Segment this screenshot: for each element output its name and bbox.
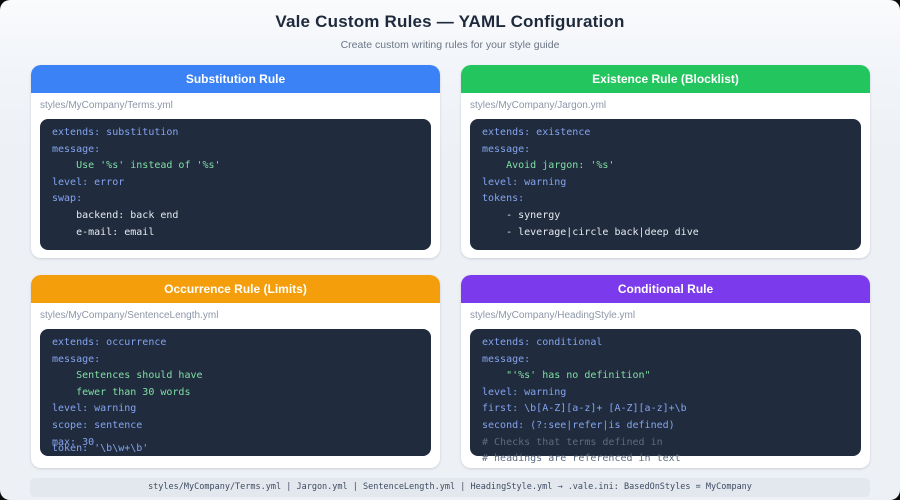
code-line: second: (?:see|refer|is defined) bbox=[482, 419, 675, 431]
card-header: Existence Rule (Blocklist) bbox=[461, 65, 870, 93]
code-line: extends: existence bbox=[482, 127, 591, 138]
code-line: "'%s' has no definition" bbox=[482, 370, 651, 382]
card-occurrence-rule: Occurrence Rule (Limits) styles/MyCompan… bbox=[31, 275, 440, 468]
card-existence-rule: Existence Rule (Blocklist) styles/MyComp… bbox=[461, 65, 870, 258]
code-line: max: 30 bbox=[52, 436, 95, 448]
card-filename: styles/MyCompany/Terms.yml bbox=[40, 100, 173, 111]
card-header: Substitution Rule bbox=[31, 65, 440, 93]
code-line: level: warning bbox=[482, 176, 567, 188]
code-line: Sentences should have bbox=[52, 370, 203, 382]
code-line: # Checks that terms defined in bbox=[482, 436, 663, 448]
card-header: Conditional Rule bbox=[461, 275, 870, 303]
code-block: extends: occurrence message: Sentences sh… bbox=[40, 329, 431, 456]
code-line: message: bbox=[482, 353, 531, 365]
code-line: - synergy bbox=[482, 209, 561, 221]
footer-bar: styles/MyCompany/Terms.yml | Jargon.yml … bbox=[30, 478, 870, 497]
card-header: Occurrence Rule (Limits) bbox=[31, 275, 440, 303]
code-line: scope: sentence bbox=[52, 419, 143, 431]
code-line: level: error bbox=[52, 176, 125, 188]
code-block: extends: substitution message: Use '%s' i… bbox=[40, 119, 431, 250]
code-line: token: '\b\w+\b' bbox=[52, 443, 149, 455]
code-line: message: bbox=[482, 143, 531, 155]
code-line: message: bbox=[52, 353, 101, 365]
footer-text: styles/MyCompany/Terms.yml | Jargon.yml … bbox=[148, 482, 752, 492]
code-line: fewer than 30 words bbox=[52, 386, 191, 398]
code-block: extends: existence message: Avoid jargon:… bbox=[470, 119, 861, 250]
code-line: backend: back end bbox=[52, 209, 179, 221]
code-line: extends: occurrence bbox=[52, 337, 167, 348]
card-filename: styles/MyCompany/HeadingStyle.yml bbox=[470, 310, 636, 321]
code-line: level: warning bbox=[52, 403, 137, 415]
code-line: # headings are referenced in text bbox=[482, 453, 681, 465]
card-filename: styles/MyCompany/Jargon.yml bbox=[470, 100, 607, 111]
code-line: message: bbox=[52, 143, 101, 155]
page-header: Vale Custom Rules — YAML Configuration C… bbox=[0, 0, 900, 51]
cards-grid: Substitution Rule styles/MyCompany/Terms… bbox=[31, 65, 870, 468]
code-line: first: \b[A-Z][a-z]+ [A-Z][a-z]+\b bbox=[482, 403, 687, 415]
code-line: Use '%s' instead of '%s' bbox=[52, 160, 221, 172]
card-filename: styles/MyCompany/SentenceLength.yml bbox=[40, 310, 219, 321]
code-line: tokens: bbox=[482, 193, 525, 205]
code-line: extends: conditional bbox=[482, 337, 603, 348]
code-block: extends: conditional message: "'%s' has n… bbox=[470, 329, 861, 464]
code-line: - leverage|circle back|deep dive bbox=[482, 226, 699, 238]
page-title: Vale Custom Rules — YAML Configuration bbox=[275, 12, 625, 31]
code-line: e-mail: email bbox=[52, 226, 155, 238]
card-substitution-rule: Substitution Rule styles/MyCompany/Terms… bbox=[31, 65, 440, 258]
page-subtitle: Create custom writing rules for your sty… bbox=[340, 39, 560, 51]
card-conditional-rule: Conditional Rule styles/MyCompany/Headin… bbox=[461, 275, 870, 468]
code-line: Avoid jargon: '%s' bbox=[482, 160, 615, 172]
code-line: extends: substitution bbox=[52, 127, 179, 138]
code-line: level: warning bbox=[482, 386, 567, 398]
code-line: swap: bbox=[52, 193, 83, 205]
